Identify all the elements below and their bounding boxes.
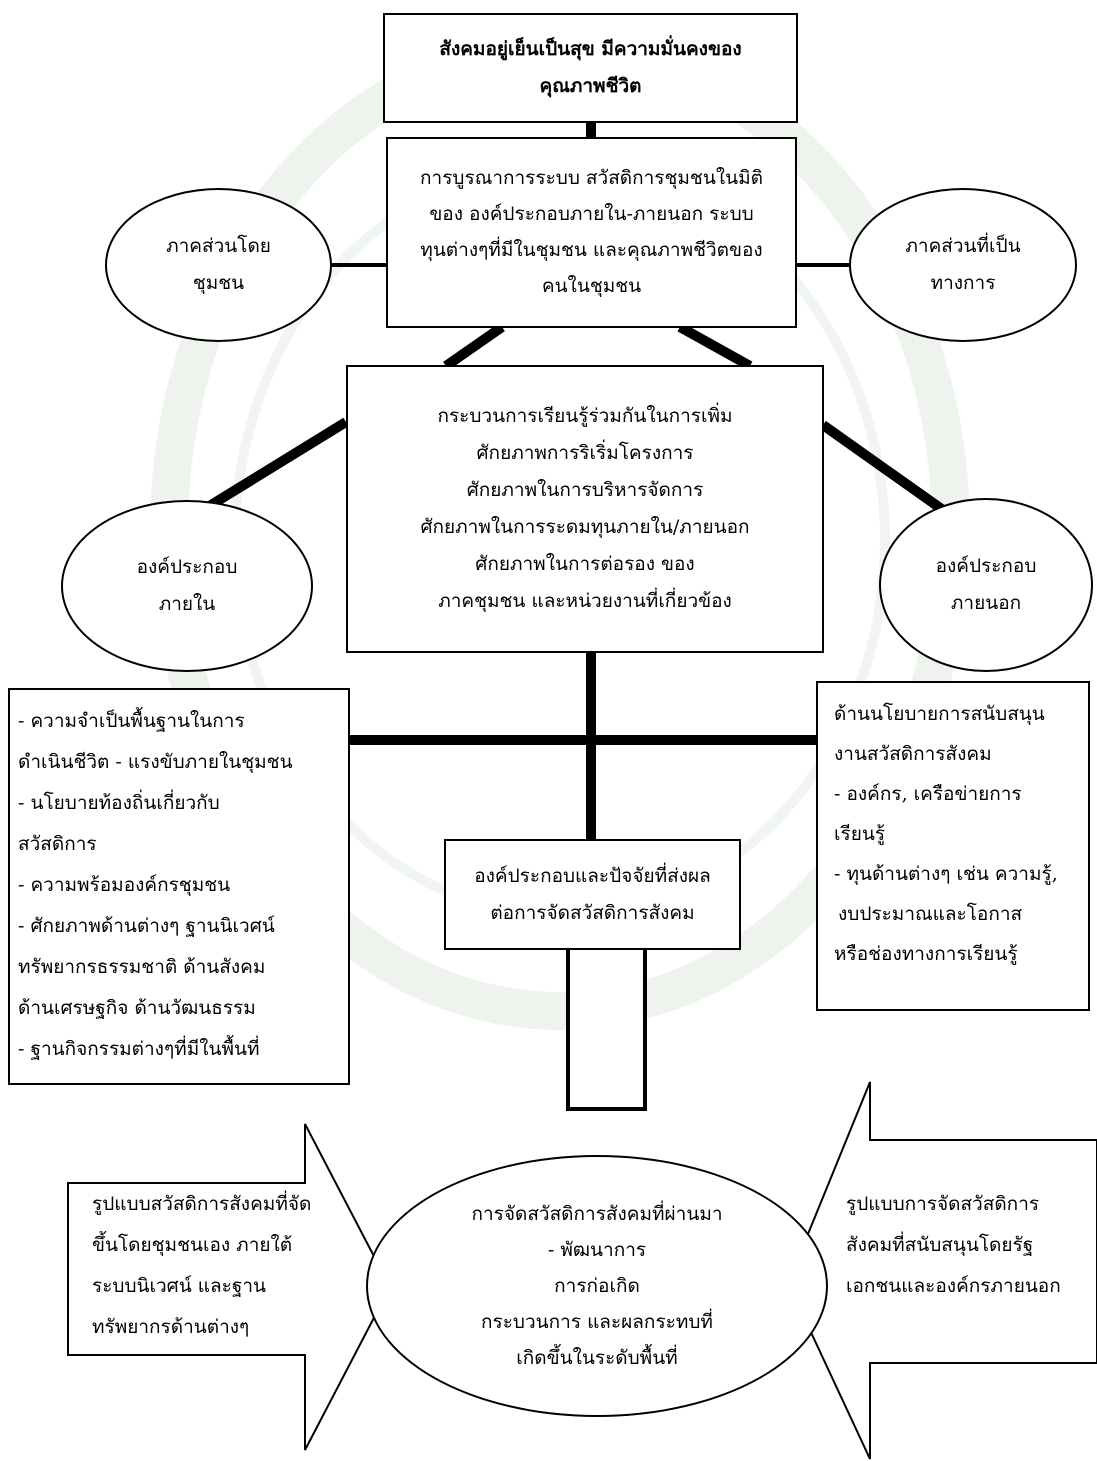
external-component-label: ภายนอก (950, 592, 1022, 614)
community-welfare-line: ระบบนิเวศน์ และฐาน (92, 1275, 267, 1297)
supported-welfare-line: รูปแบบการจัดสวัสดิการ (846, 1193, 1040, 1215)
learning-process-line: กระบวนการเรียนรู้ร่วมกันในการเพิ่ม (437, 405, 733, 427)
learning-process-line: ศักยภาพในการระดมทุนภายใน/ภายนอก (420, 516, 750, 538)
community-welfare-line: รูปแบบสวัสดิการสังคมที่จัด (92, 1193, 312, 1215)
connector-integration-learning-right (677, 322, 753, 371)
internal-factor-line: - นโยบายท้องถิ่นเกี่ยวกับ (18, 792, 220, 814)
integration-box-line: คนในชุมชน (541, 275, 642, 297)
integration-box-line: การบูรณาการระบบ สวัสดิการชุมชนในมิติ (420, 167, 763, 189)
top-box: สังคมอยู่เย็นเป็นสุข มีความมั่นคงของ คุณ… (383, 13, 798, 123)
factors-box: องค์ประกอบและปัจจัยที่ส่งผล ต่อการจัดสวั… (444, 839, 741, 950)
internal-factor-line: ดำเนินชีวิต - แรงขับภายในชุมชน (18, 751, 293, 773)
external-factor-line: - องค์กร, เครือข่ายการ (834, 783, 1022, 805)
left-callout-arrow (67, 1123, 392, 1451)
top-box-line: สังคมอยู่เย็นเป็นสุข มีความมั่นคงของ (439, 38, 742, 60)
integration-box-line: ทุนต่างๆที่มีในชุมชน และคุณภาพชีวิตของ (420, 239, 763, 261)
internal-factor-line: ด้านเศรษฐกิจ ด้านวัฒนธรรม (18, 997, 256, 1019)
community-sector-label: ภาคส่วนโดย (166, 235, 271, 257)
external-factor-line: - ทุนด้านต่างๆ เช่น ความรู้, (834, 863, 1058, 885)
learning-process-line: ศักยภาพการริเริ่มโครงการ (476, 442, 694, 464)
top-box-line: คุณภาพชีวิต (539, 75, 642, 97)
internal-factor-line: ทรัพยากรธรรมชาติ ด้านสังคม (18, 956, 266, 978)
official-sector-label: ทางการ (930, 272, 996, 294)
internal-component-label: องค์ประกอบ (136, 556, 238, 578)
internal-factor-line: - ความพร้อมองค์กรชุมชน (18, 874, 231, 896)
learning-process-line: ศักยภาพในการบริหารจัดการ (466, 479, 704, 501)
community-welfare-line: ขึ้นโดยชุมชนเอง ภายใต้ (92, 1234, 293, 1256)
official-sector-ellipse: ภาคส่วนที่เป็น ทางการ (849, 188, 1077, 342)
external-factor-line: เรียนรู้ (834, 823, 886, 845)
internal-factor-line: - ความจำเป็นพื้นฐานในการ (18, 710, 245, 732)
internal-component-ellipse: องค์ประกอบ ภายใน (61, 500, 313, 672)
past-welfare-line: การก่อเกิด (554, 1274, 640, 1297)
external-factors-box: ด้านนโยบายการสนับสนุน งานสวัสดิการสังคม … (816, 681, 1090, 1011)
learning-process-line: ศักยภาพในการต่อรอง ของ (475, 553, 695, 575)
official-sector-label: ภาคส่วนที่เป็น (905, 235, 1021, 257)
integration-box-line: ของ องค์ประกอบภายใน-ภายนอก ระบบ (429, 203, 754, 225)
factors-box-line: องค์ประกอบและปัจจัยที่ส่งผล (474, 864, 711, 887)
connector-learning-external (820, 420, 946, 515)
external-factor-line: หรือช่องทางการเรียนรู้ (834, 943, 1018, 965)
integration-box: การบูรณาการระบบ สวัสดิการชุมชนในมิติ ของ… (386, 137, 797, 328)
community-sector-ellipse: ภาคส่วนโดย ชุมชน (105, 188, 332, 342)
community-sector-label: ชุมชน (192, 272, 245, 294)
internal-factors-box: - ความจำเป็นพื้นฐานในการ ดำเนินชีวิต - แ… (8, 688, 350, 1085)
learning-process-box: กระบวนการเรียนรู้ร่วมกันในการเพิ่ม ศักยภ… (346, 365, 824, 653)
past-welfare-line: - พัฒนาการ (547, 1238, 647, 1261)
connector-integration-learning-left (443, 322, 505, 371)
past-welfare-line: เกิดขึ้นในระดับพื้นที่ (516, 1346, 678, 1369)
external-component-label: องค์ประกอบ (935, 555, 1037, 577)
supported-welfare-line: เอกชนและองค์กรภายนอก (846, 1275, 1061, 1297)
community-welfare-line: ทรัพยากรด้านต่างๆ (92, 1316, 250, 1338)
internal-component-label: ภายใน (158, 593, 216, 615)
connector-learning-internal (195, 417, 349, 518)
external-factor-line: งานสวัสดิการสังคม (834, 743, 992, 765)
external-factor-line: ด้านนโยบายการสนับสนุน (834, 703, 1045, 725)
factors-box-line: ต่อการจัดสวัสดิการสังคม (490, 901, 695, 924)
right-callout-arrow (786, 1081, 1097, 1460)
internal-factor-line: สวัสดิการ (18, 833, 97, 855)
past-welfare-line: กระบวนการ และผลกระทบที่ (481, 1310, 713, 1333)
external-factor-line: งบประมาณและโอกาส (838, 903, 1023, 925)
learning-process-line: ภาคชุมชน และหน่วยงานที่เกี่ยวข้อง (438, 590, 732, 612)
internal-factor-line: - ศักยภาพด้านต่างๆ ฐานนิเวศน์ (18, 915, 275, 937)
supported-welfare-line: สังคมที่สนับสนุนโดยรัฐ (846, 1234, 1034, 1256)
internal-factor-line: - ฐานกิจกรรมต่างๆที่มีในพื้นที่ (18, 1038, 260, 1060)
past-welfare-ellipse: การจัดสวัสดิการสังคมที่ผ่านมา - พัฒนาการ… (366, 1155, 828, 1417)
external-component-ellipse: องค์ประกอบ ภายนอก (879, 498, 1093, 672)
past-welfare-line: การจัดสวัสดิการสังคมที่ผ่านมา (471, 1202, 723, 1225)
